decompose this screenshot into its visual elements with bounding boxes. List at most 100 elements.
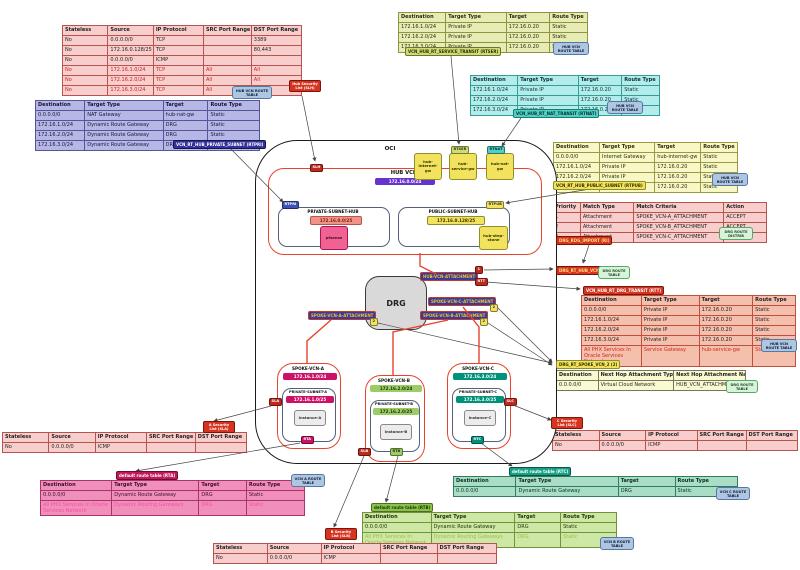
public-subnet-hub-cidr: 172.16.0.128/25 — [427, 216, 485, 225]
table-cell: Service Gateway — [640, 345, 700, 367]
table-cell: ICMP — [645, 440, 698, 451]
column-header: Target — [654, 142, 702, 153]
table-cell: Dynamic Route Gateway — [84, 130, 164, 141]
column-header: Target Type — [430, 512, 516, 523]
table-cell: 172.16.0.20 — [654, 172, 702, 183]
spoke-vcn-b-attachment-badge: SPOKE-VCN-B-ATTACHMENT — [420, 311, 489, 320]
table-cell: Static — [207, 110, 260, 121]
table-cell: Static — [245, 500, 306, 516]
table-cell: 172.16.2.0/24 — [581, 325, 642, 336]
table-cell: TCP — [152, 45, 205, 56]
table-cell — [379, 553, 438, 564]
table-cell: Attachment — [579, 212, 635, 223]
column-header: SRC Port Range — [696, 430, 747, 441]
table-cell: Static — [207, 130, 260, 141]
column-header: Route Type — [700, 142, 738, 153]
table-cell: Static — [752, 325, 796, 336]
c-security-list-badge: C Security List (SLC) — [551, 417, 583, 430]
table-cell: Static — [700, 162, 738, 173]
column-header: Stateless — [213, 543, 268, 554]
column-header: Destination — [397, 12, 447, 23]
table-cell: Private IP — [640, 325, 700, 336]
table-cell — [250, 55, 303, 66]
table-cell — [194, 442, 248, 453]
table-cell: 0.0.0.0/0 — [107, 35, 154, 46]
table-cell: 0.0.0.0/0 — [598, 440, 647, 451]
rtc-mini-badge: RTC — [471, 436, 484, 444]
hub-vcn-route-table-badge: HUB VCN ROUTE TABLE — [712, 173, 748, 187]
table-cell: 172.16.1.0/24 — [581, 315, 642, 326]
drg-rt-spoke-badge: DRG_RT_SPOKE_VCN_2 (2) — [556, 360, 621, 369]
hub-vcn-route-table-badge: HUB VCN ROUTE TABLE — [607, 101, 643, 115]
table-cell: TCP — [152, 85, 205, 96]
column-header: Route Type — [674, 476, 738, 487]
table-cell: 172.16.0.20 — [505, 32, 551, 43]
table-cell: Private IP — [517, 95, 579, 106]
column-header: IP Protocol — [152, 25, 205, 36]
column-header: Source — [48, 432, 96, 443]
table-cell: Dynamic Route Gateway — [84, 140, 164, 151]
table-cell: DRG — [198, 490, 247, 501]
column-header: Destination — [452, 476, 517, 487]
table-cell: 172.16.0.128/25 — [107, 45, 154, 56]
column-header: DST Port Range — [436, 543, 498, 554]
spoke-vcn-c-title: SPOKE-VCN-C — [462, 366, 494, 371]
table-cell: No — [61, 65, 109, 76]
table-cell: 3389 — [250, 35, 303, 46]
vcn-b-route-table-badge: VCN B ROUTE TABLE — [600, 537, 634, 551]
table-cell — [203, 35, 252, 46]
table-cell: DRG — [514, 522, 562, 533]
connector-slb — [333, 455, 365, 528]
hub-vcn-route-table-badge: HUB VCN ROUTE TABLE — [761, 339, 797, 353]
column-header: Target — [198, 480, 247, 491]
table-cell: 0.0.0.0/0 — [556, 380, 599, 391]
private-subnet-a-title: PRIVATE-SUBNET-A — [288, 390, 328, 394]
rtpub-badge: VCN_RT_HUB_PUBLIC_SUBNET (RTPUB) — [553, 181, 646, 190]
private-subnet-b-title: PRIVATE-SUBNET-B — [374, 402, 414, 406]
column-header: Stateless — [1, 432, 50, 443]
spoke-vcn-c-cidr: 172.16.3.0/24 — [453, 373, 507, 380]
table-cell: Static — [621, 85, 660, 96]
spoke-vcn-a-title: SPOKE-VCN-A — [292, 366, 324, 371]
hub-step-stone-node: hub-step-stone — [479, 226, 508, 250]
table-cell: 172.16.3.0/24 — [469, 105, 519, 116]
table-cell: Private IP — [640, 335, 700, 346]
table-cell: Private IP — [640, 315, 700, 326]
table-cell: Private IP — [517, 85, 579, 96]
table-cell: No — [61, 45, 109, 56]
table-cell: No — [61, 55, 109, 66]
table-cell: 0.0.0.0/0 — [48, 442, 96, 453]
drg-rt-1-mini-badge: 1 — [475, 266, 483, 274]
column-header: Destination — [553, 142, 600, 153]
column-header: Target Type — [598, 142, 656, 153]
spoke-vcn-b-title: SPOKE-VCN-B — [378, 378, 410, 383]
table-cell: 172.16.0.20 — [654, 182, 702, 193]
hub-vcn-attachment-badge: HUB-VCN-ATTACHMENT — [420, 272, 479, 281]
table-row: All PHX Services In Oracle Services Netw… — [39, 500, 306, 516]
drg-import-badge: DRG_RDG_IMPORT (RI) — [556, 236, 613, 245]
table-cell — [696, 440, 747, 451]
table-cell: Static — [549, 32, 588, 43]
private-subnet-hub-cidr: 172.16.0.0/25 — [310, 216, 362, 225]
column-header: Source — [266, 543, 322, 554]
table-cell: 172.16.0.20 — [698, 325, 754, 336]
table-cell: 172.16.1.0/24 — [469, 85, 519, 96]
table-cell — [145, 442, 196, 453]
column-header: Target Type — [111, 480, 200, 491]
table-cell: 172.16.0.20 — [698, 335, 754, 346]
table-cell: 0.0.0.0/0 — [362, 522, 432, 533]
